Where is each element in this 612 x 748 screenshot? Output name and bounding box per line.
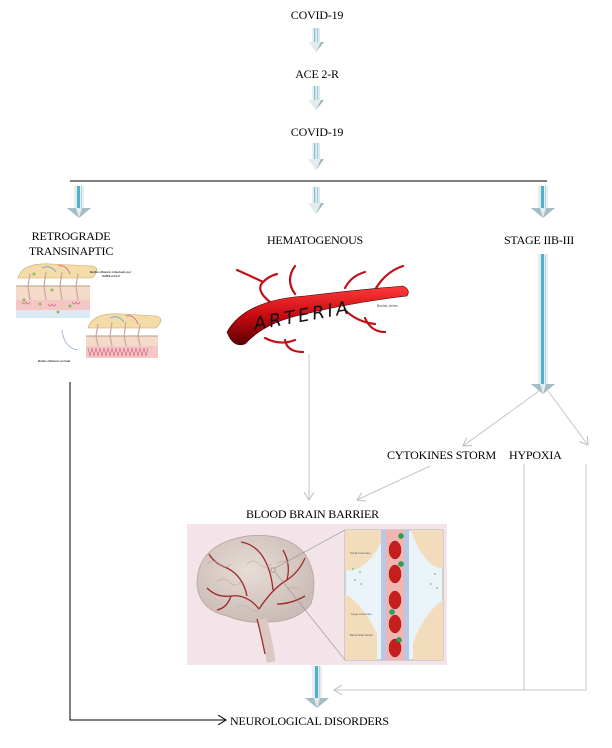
infected-bulb-drawing [16, 263, 98, 318]
arrow-covid-to-ace2r [308, 28, 324, 52]
label-large-molecules: Large molecules [351, 612, 372, 616]
retrograde-line2: TRANSINAPTIC [28, 244, 114, 258]
node-covid-19-infection: COVID-19 [290, 125, 344, 139]
arrow-to-hematogenous [308, 187, 324, 214]
artery-image: ARTERIA Bellas Artes [225, 260, 415, 360]
curved-arrow [61, 329, 79, 351]
caption-infected-1: Bulbo olfatorio infectado por [90, 270, 132, 274]
arrow-to-stage [531, 186, 555, 218]
artery-branches [235, 264, 405, 354]
arrow-stage-long [531, 254, 555, 394]
brain-drawing [196, 535, 315, 663]
artery-vessel [226, 285, 409, 346]
node-ace2-receptor: ACE 2-R [295, 67, 339, 81]
label-blood-brain-barrier: Blood brain barrier [350, 633, 373, 637]
connector-stage-to-right [547, 390, 588, 445]
node-neurological-disorders: NEUROLOGICAL DISORDERS [230, 714, 389, 728]
arrow-to-retrograde [67, 186, 91, 218]
node-hypoxia: HYPOXIA [509, 448, 562, 462]
connector-retrograde-to-neuro [69, 382, 226, 720]
label-small-molecules: Small molecules [350, 551, 371, 555]
retrograde-line1: RETROGRADE [31, 229, 111, 243]
node-cytokines-storm: CYTOKINES STORM [387, 448, 496, 462]
normal-bulb-drawing [86, 313, 162, 358]
connector-stage-to-cytokines [463, 390, 540, 446]
artery-subtitle: Bellas Artes [377, 304, 398, 308]
olfactory-bulb-image: Bulbo olfatorio infectado por SARS-CoV-2… [12, 260, 162, 370]
node-blood-brain-barrier: BLOOD BRAIN BARRIER [246, 507, 379, 521]
olfactory-bulb-illustration [16, 263, 162, 358]
brain-bbb-illustration: Small molecules Large molecules Blood br… [187, 524, 447, 665]
bbb-inset [344, 529, 444, 661]
connector-cytokines-to-bbb [357, 465, 431, 500]
arrow-ace2r-to-covid [308, 86, 324, 110]
brain-bbb-image: Small molecules Large molecules Blood br… [187, 524, 447, 665]
node-covid-19: COVID-19 [290, 8, 344, 22]
node-stage-iib-iii: STAGE IIB-III [503, 233, 575, 247]
node-retrograde-transinaptic: RETROGRADE TRANSINAPTIC [29, 229, 113, 259]
arrow-bbb-to-neuro [305, 666, 329, 708]
node-hematogenous: HEMATOGENOUS [266, 233, 364, 247]
artery-illustration: ARTERIA Bellas Artes [226, 264, 409, 354]
caption-normal: Bulbo olfatorio normal [38, 359, 71, 363]
arrow-covid-to-branch [308, 143, 324, 170]
caption-infected-2: SARS-CoV-2 [102, 274, 120, 278]
